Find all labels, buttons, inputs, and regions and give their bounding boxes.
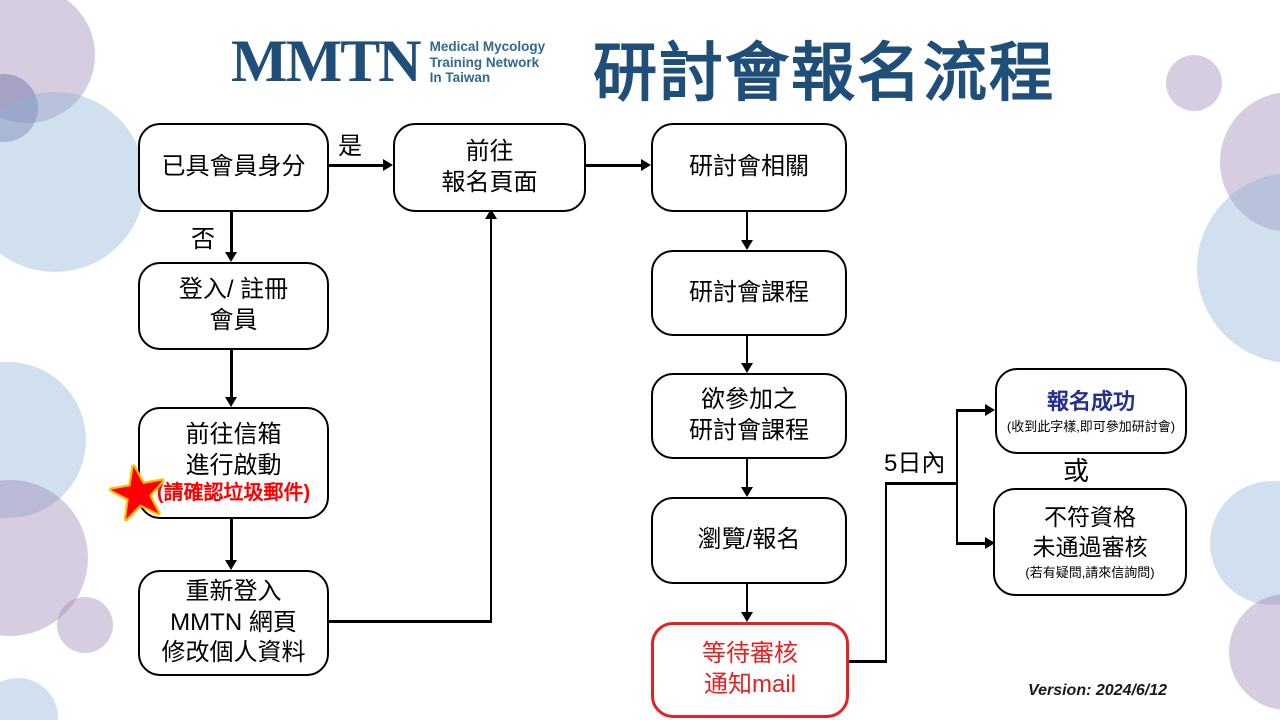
spam-warning-text: (請確認垃圾郵件) [156, 482, 311, 505]
connector-desired-to-browse [745, 455, 749, 487]
connector-wait-branch-v1 [884, 482, 887, 662]
node-text: 進行啟動 [185, 451, 282, 479]
node-relogin-edit-profile: 重新登入 MMTN 網頁 修改個人資料 [138, 570, 329, 676]
node-text: 前往 [465, 137, 514, 165]
connector-browse-to-wait [745, 580, 749, 612]
connector-mailbox-to-relogin [230, 515, 233, 560]
node-wait-review-mail: 等待審核 通知mail [651, 622, 849, 718]
decor-circle [1197, 173, 1280, 363]
arrowhead [741, 612, 753, 622]
node-text: 會員 [209, 307, 258, 334]
node-not-qualified: 不符資格 未通過審核 (若有疑問,請來信詢問) [993, 488, 1187, 596]
connector-wait-branch-h2 [884, 482, 958, 485]
arrowhead [484, 209, 497, 219]
decor-circle [57, 597, 113, 653]
node-text: 研討會課程 [689, 278, 809, 306]
node-seminar-course: 研討會課程 [651, 250, 847, 336]
connector-relogin-loop-v [489, 217, 492, 622]
node-member-status: 已具會員身分 [138, 123, 329, 212]
label-or: 或 [1063, 456, 1090, 486]
node-text: 研討會課程 [689, 417, 809, 444]
logo-subtitle-line: Training Network [429, 54, 540, 70]
node-text: 登入/ 註冊 [178, 276, 289, 304]
arrowhead [985, 404, 995, 416]
node-text: 未通過審核 [1032, 533, 1148, 560]
connector-login-to-mailbox [230, 346, 233, 397]
node-desired-course: 欲參加之 研討會課程 [651, 373, 847, 459]
page-title: 研討會報名流程 [593, 37, 1055, 109]
rejected-note: (若有疑問,請來信詢問) [1025, 565, 1155, 581]
node-text: 欲參加之 [701, 386, 797, 414]
node-activate-mailbox: 前往信箱 進行啟動 (請確認垃圾郵件) [138, 407, 329, 519]
node-text: 等待審核 [702, 640, 798, 668]
node-text: 修改個人資料 [161, 639, 306, 667]
label-yes: 是 [338, 133, 362, 160]
arrowhead [641, 159, 651, 171]
connector-branch-v2 [955, 409, 958, 545]
arrowhead [741, 363, 753, 373]
node-goto-registration-page: 前往 報名頁面 [393, 123, 586, 212]
arrowhead [225, 560, 237, 570]
connector-member-to-login [230, 208, 233, 252]
star-icon [108, 464, 165, 522]
decor-circle [1229, 594, 1280, 710]
arrowhead [741, 240, 753, 250]
logo-subtitle-line: Medical Mycology [429, 39, 546, 54]
node-text: 通知mail [703, 671, 796, 698]
logo-subtitle-line: In Taiwan [429, 70, 491, 85]
arrowhead [741, 487, 753, 497]
decor-circle [0, 678, 58, 720]
connector-wait-branch-h1 [843, 660, 887, 663]
logo-acronym: MMTN [231, 28, 422, 94]
node-seminar-related: 研討會相關 [651, 123, 847, 212]
node-text: 重新登入 [185, 577, 282, 605]
arrowhead [225, 252, 237, 262]
decor-circle [1210, 481, 1280, 605]
node-browse-register: 瀏覽/報名 [651, 497, 847, 584]
connector-member-to-gotoreg [325, 164, 384, 167]
label-no: 否 [191, 226, 215, 253]
connector-gotoreg-to-related [582, 164, 642, 167]
decor-circle [1166, 55, 1222, 111]
connector-branch-to-rejected [956, 542, 985, 545]
decor-circle [0, 92, 145, 272]
node-text: MMTN 網頁 [170, 608, 297, 636]
connector-relogin-loop-h [325, 620, 492, 623]
node-login-register: 登入/ 註冊 會員 [138, 262, 329, 350]
node-text: 前往信箱 [185, 420, 282, 448]
arrowhead [225, 397, 237, 407]
connector-course-to-desired [745, 332, 749, 363]
node-text: 研討會相關 [689, 153, 809, 181]
success-note: (收到此字樣,即可參加研討會) [1006, 418, 1176, 434]
version-note: Version: 2024/6/12 [1028, 682, 1168, 699]
node-text: 不符資格 [1044, 504, 1136, 531]
mmtn-logo: MMTN Medical Mycology Training Network I… [231, 28, 546, 94]
node-text: 報名頁面 [441, 168, 538, 196]
node-text: 瀏覽/報名 [697, 526, 801, 554]
arrowhead [985, 537, 995, 549]
success-title: 報名成功 [1046, 388, 1135, 414]
connector-branch-to-success [956, 409, 985, 412]
node-text: 已具會員身分 [161, 153, 306, 181]
logo-subtitle: Medical Mycology Training Network In Tai… [430, 39, 546, 86]
connector-related-to-course [745, 208, 749, 240]
label-within-5-days: 5日內 [884, 450, 946, 477]
arrowhead [383, 159, 393, 171]
node-registration-success: 報名成功 (收到此字樣,即可參加研討會) [995, 368, 1187, 454]
